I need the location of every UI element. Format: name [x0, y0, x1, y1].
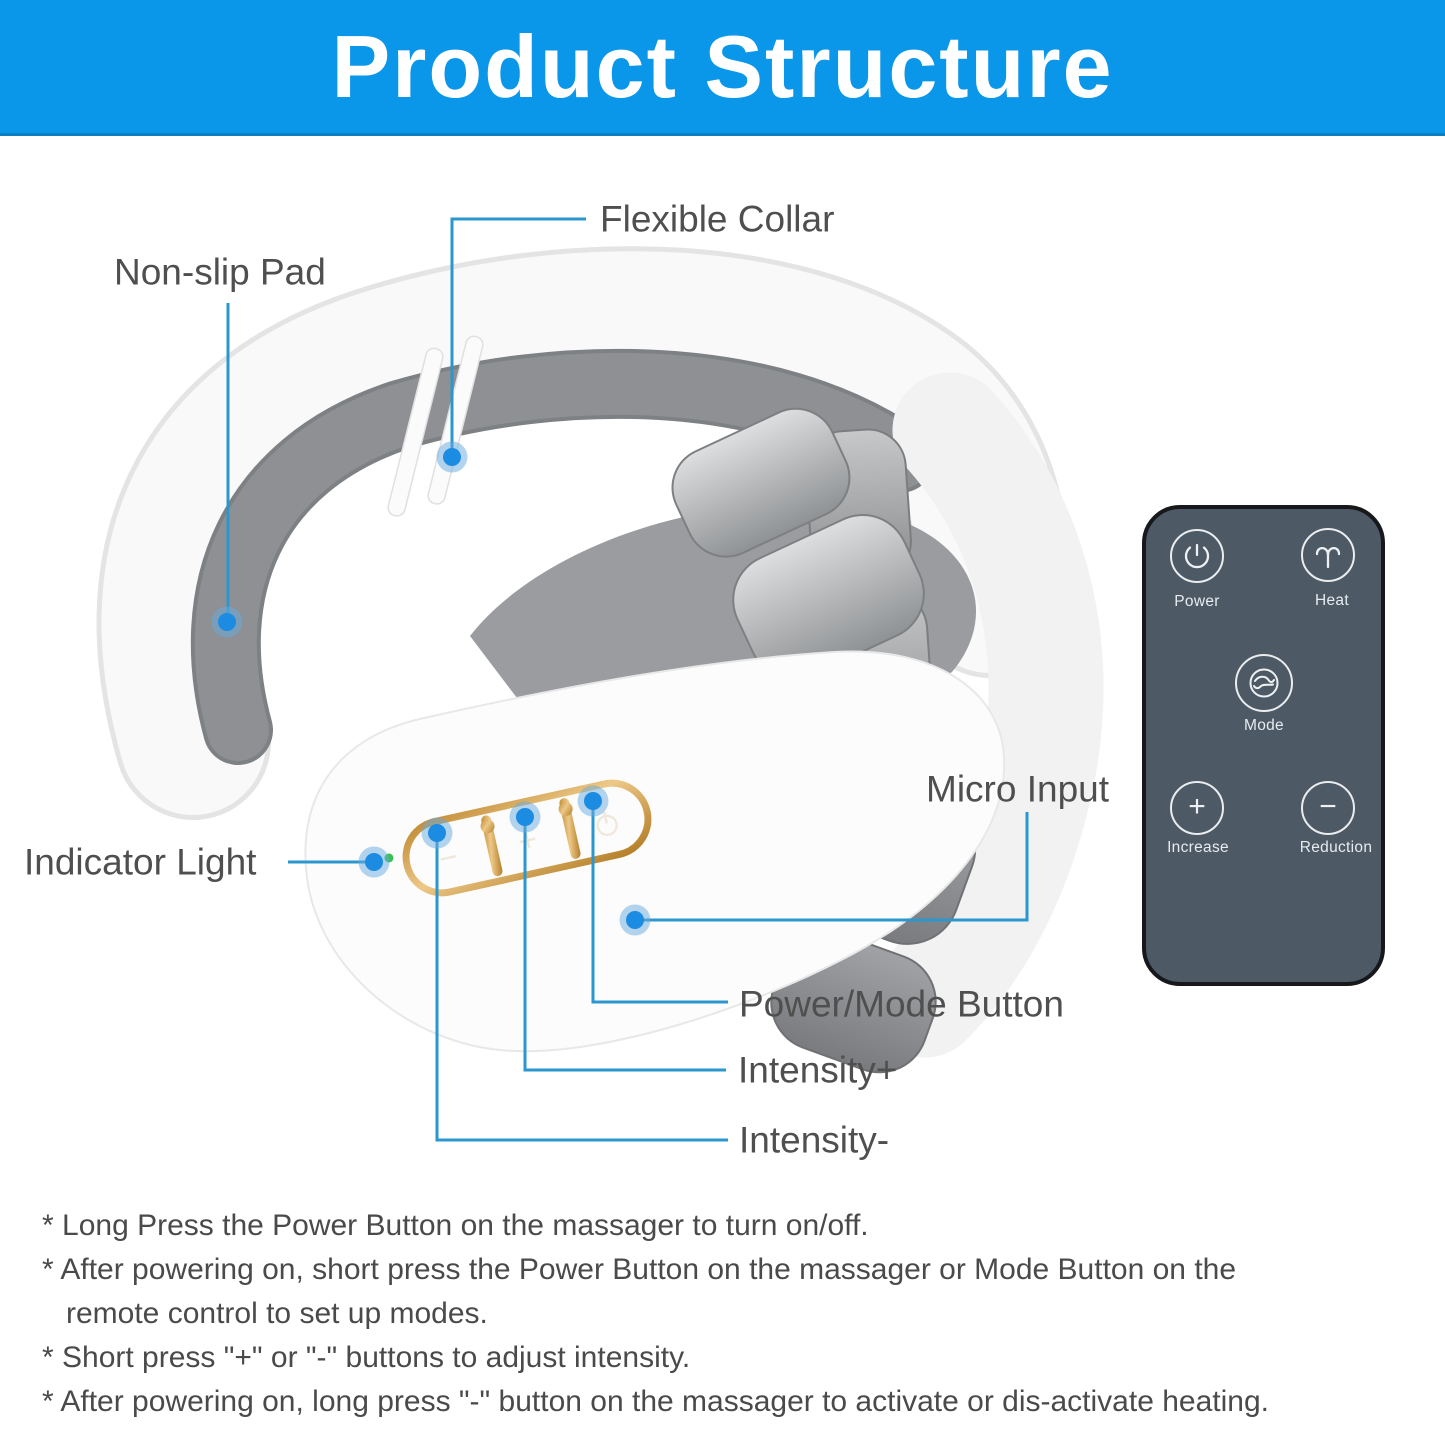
note-line-3: remote control to set up modes.	[66, 1297, 488, 1330]
mode-icon	[1249, 668, 1279, 698]
callout-lines	[226, 217, 1029, 1142]
note-line-4: * Short press "+" or "-" buttons to adju…	[42, 1341, 691, 1374]
callout-label-power-mode-button: Power/Mode Button	[739, 983, 1064, 1025]
remote-heat-button	[1301, 528, 1355, 582]
callout-label-indicator-light: Indicator Light	[24, 841, 257, 883]
minus-icon: −	[1319, 790, 1337, 823]
remote-heat-label: Heat	[1315, 592, 1349, 609]
marker-non-slip-pad	[211, 606, 243, 638]
marker-intensity-minus	[421, 817, 453, 849]
callout-label-intensity-minus: Intensity-	[739, 1119, 890, 1161]
power-mode-button-line	[591, 801, 728, 1004]
remote-power-button	[1170, 529, 1224, 583]
remote-mode-button	[1235, 654, 1293, 712]
page-title: Product Structure	[331, 16, 1114, 116]
remote-reduction-label: Reduction	[1299, 839, 1373, 856]
marker-flexible-collar	[436, 441, 468, 473]
remote-power-label: Power	[1174, 593, 1220, 610]
note-line-5: * After powering on, long press "-" butt…	[42, 1385, 1269, 1418]
flexible-collar-line	[450, 217, 586, 457]
intensity-plus-line	[523, 817, 726, 1072]
remote-increase-button: +	[1170, 781, 1224, 835]
intensity-minus-line	[435, 833, 728, 1142]
marker-power-mode	[577, 785, 609, 817]
plus-icon: +	[1188, 790, 1206, 823]
power-icon	[1184, 543, 1210, 569]
callout-markers	[211, 441, 651, 936]
callout-label-non-slip-pad: Non-slip Pad	[114, 251, 326, 293]
panel-power-glyph	[596, 811, 618, 837]
remote-control: Power Heat Mode + Increase −	[1142, 505, 1385, 986]
callout-label-micro-input: Micro Input	[926, 768, 1110, 810]
marker-intensity-plus	[509, 801, 541, 833]
rear-arm	[867, 372, 1104, 1058]
remote-increase-label: Increase	[1167, 839, 1229, 856]
remote-mode-label: Mode	[1244, 717, 1284, 734]
note-line-2: * After powering on, short press the Pow…	[42, 1253, 1237, 1286]
neck-massager: − +	[96, 246, 1104, 1074]
front-body	[304, 650, 1006, 1053]
usage-notes: * Long Press the Power Button on the mas…	[42, 1204, 1417, 1424]
remote-reduction-button: −	[1301, 781, 1355, 835]
note-line-1: * Long Press the Power Button on the mas…	[42, 1209, 869, 1242]
callout-label-flexible-collar: Flexible Collar	[600, 198, 835, 240]
header-banner: Product Structure	[0, 0, 1445, 136]
marker-indicator-light	[358, 846, 390, 878]
marker-micro-input	[619, 904, 651, 936]
front-electrode-pads	[671, 407, 925, 680]
callout-label-intensity-plus: Intensity+	[738, 1049, 898, 1091]
heat-icon	[1315, 546, 1341, 569]
micro-input-line	[635, 812, 1029, 922]
non-slip-pad-lining	[190, 348, 935, 765]
